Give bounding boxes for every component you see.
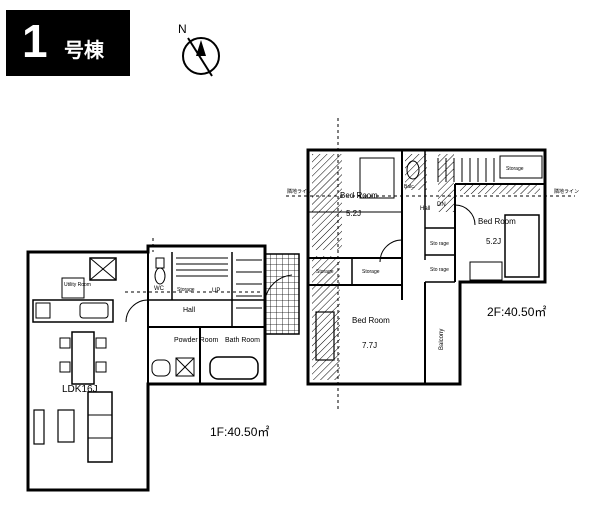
label-bed3-size: 7.7J <box>362 341 377 350</box>
label-bath: Bath Room <box>225 337 260 344</box>
label-hall-1f: Hall <box>183 307 196 314</box>
building-number: 1 <box>22 15 48 67</box>
floor1-plan <box>26 244 300 492</box>
floor2-plan <box>306 148 547 386</box>
label-storage-b: Storage <box>362 269 380 275</box>
label-dn: DN <box>437 202 446 208</box>
reference-lines <box>125 118 575 412</box>
label-bed1: Bed Room <box>340 191 378 200</box>
label-utility: Utility Room <box>64 282 91 288</box>
label-balcony: Balcony <box>439 329 445 350</box>
label-bed1-size: 5.2J <box>346 209 361 218</box>
label-up: UP <box>212 288 220 294</box>
label-storage-a: Storage <box>316 269 334 275</box>
label-sto2: Sto rage <box>430 267 449 273</box>
label-storage-top: Storage <box>506 166 524 172</box>
label-area-1f: 1F:40.50㎡ <box>210 425 269 439</box>
floor1-labels: Utility Room Storage UP Hall WC Powder R… <box>62 282 269 439</box>
label-ldk: LDK16J <box>62 384 98 395</box>
label-sto1: Sto rage <box>430 241 449 247</box>
compass-icon: N <box>178 22 220 77</box>
compass-north-label: N <box>178 22 187 36</box>
building-badge: 1 号棟 <box>6 10 130 76</box>
label-balc-small: Balc. <box>404 184 415 190</box>
marker-line-left: 隣地ライン <box>287 188 312 195</box>
label-bed3: Bed Room <box>352 316 390 325</box>
label-bed2-size: 5.2J <box>486 237 501 246</box>
label-wc: WC <box>154 286 165 292</box>
label-powder: Powder Room <box>174 337 219 344</box>
label-hall-2f: Hall <box>420 206 430 212</box>
marker-line-right: 隣地ライン <box>554 188 579 195</box>
building-suffix: 号棟 <box>64 38 104 62</box>
label-area-2f: 2F:40.50㎡ <box>487 305 546 319</box>
label-storage-1f: Storage <box>177 287 195 293</box>
label-bed2: Bed Room <box>478 217 516 226</box>
floor2-labels: Bed Room 5.2J Bed Room 5.2J Bed Room 7.7… <box>316 166 546 350</box>
marker-labels: 隣地ライン 隣地ライン <box>287 188 579 195</box>
